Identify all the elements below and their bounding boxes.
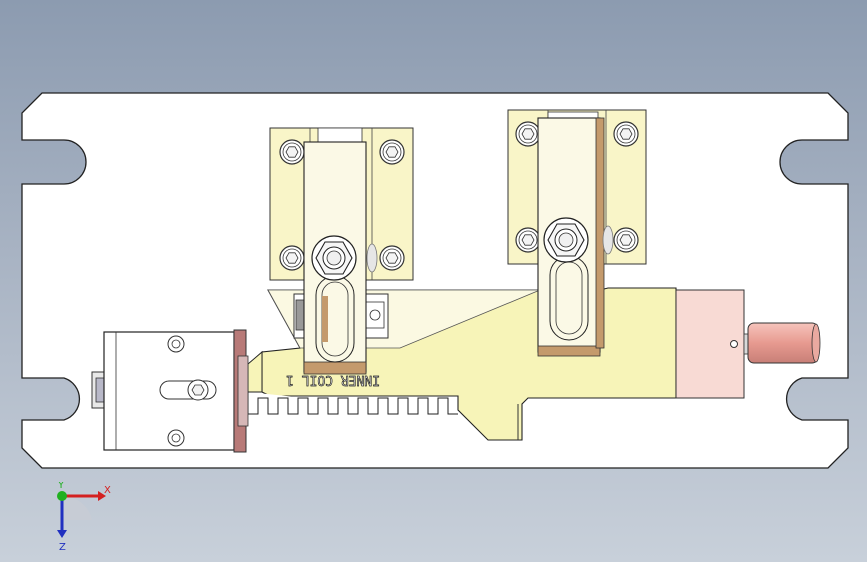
orientation-triad[interactable]: X Y Z	[40, 482, 120, 552]
y-axis-label: Y	[57, 482, 65, 491]
y-axis-dot	[57, 491, 67, 501]
x-axis-label: X	[104, 485, 111, 496]
rack-teeth	[247, 392, 458, 415]
part-engraving-label: INNER COIL 1	[286, 372, 380, 387]
pink-block-hole	[730, 340, 738, 348]
z-axis-label: Z	[59, 542, 66, 552]
left-toggle-clamp[interactable]	[269, 127, 414, 375]
copper-rod[interactable]	[743, 322, 821, 364]
left-cylinder-housing[interactable]	[91, 329, 249, 453]
right-toggle-clamp[interactable]	[507, 109, 647, 357]
